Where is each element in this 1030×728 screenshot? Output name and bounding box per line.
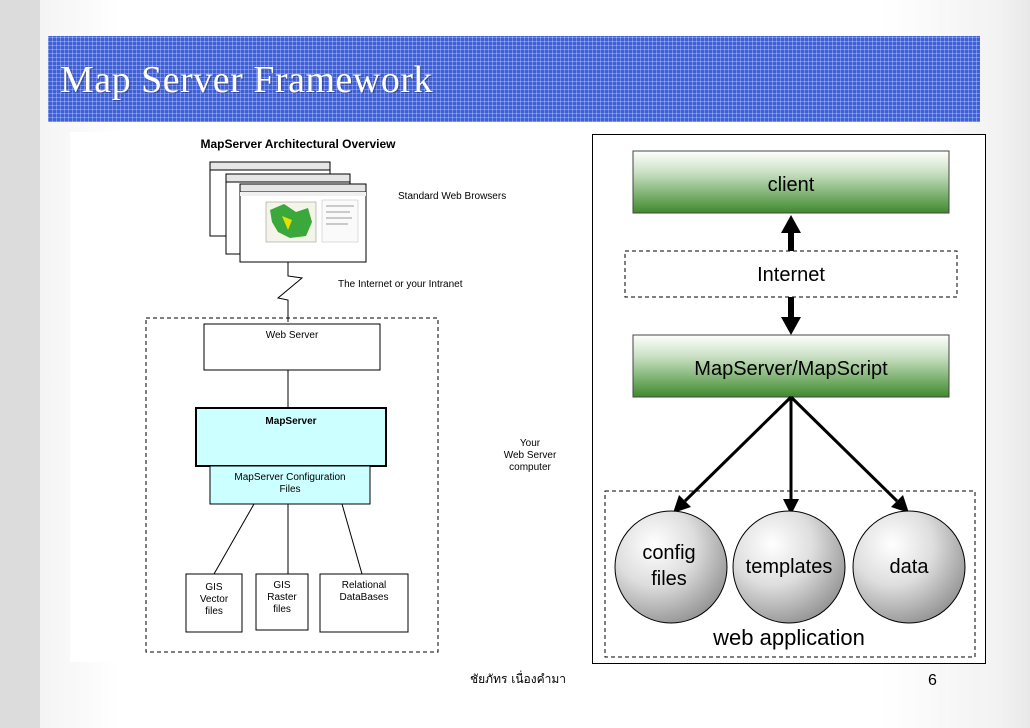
internet-zigzag-link: [276, 262, 304, 322]
gis-raster-box: [255, 573, 309, 631]
page-number: 6: [928, 672, 937, 689]
architecture-overview-figure: MapServer Architectural Overview Standar…: [70, 132, 578, 662]
data-label: data: [890, 556, 930, 578]
config-files-sphere: [614, 510, 728, 624]
mapserver-stack-svg: client Internet MapServer/MapScript conf…: [604, 150, 976, 658]
databases-label-line2: DataBases: [340, 592, 389, 603]
internet-label: The Internet or your Intranet: [338, 279, 463, 290]
computer-label-line3: computer: [509, 462, 551, 473]
web-server-label: Web Server: [266, 330, 319, 341]
gis-raster-label-line1: GIS: [273, 580, 291, 591]
web-application-label: web application: [712, 625, 865, 650]
browsers-label: Standard Web Browsers: [398, 191, 506, 202]
slide-left-stripe: [0, 0, 40, 728]
config-files-label-line2: files: [651, 568, 687, 590]
gis-vector-label-line2: Vector: [200, 594, 229, 605]
config-files-box: [209, 465, 371, 505]
overview-heading: MapServer Architectural Overview: [201, 137, 397, 151]
slide-title: Map Server Framework: [60, 59, 434, 101]
gis-vector-box: [185, 573, 243, 633]
config-files-label-line1: MapServer Configuration: [234, 472, 345, 483]
config-to-vector-link: [213, 503, 255, 575]
mapserver-to-config-arrow: [683, 395, 793, 503]
templates-arrow-head: [783, 499, 799, 515]
computer-label-line2: Web Server: [504, 450, 557, 461]
gis-vector-label-line3: files: [205, 606, 223, 617]
client-label: client: [768, 174, 815, 196]
browser-windows-icon: [209, 161, 367, 263]
computer-label-line1: Your: [520, 438, 541, 449]
data-sphere: [852, 510, 966, 624]
client-box: [632, 150, 950, 214]
internet-label: Internet: [757, 264, 825, 286]
gis-raster-label-line2: Raster: [267, 592, 297, 603]
mapserver-to-data-arrow: [789, 395, 899, 503]
internet-box: [624, 250, 958, 298]
mapserver-stack-figure: client Internet MapServer/MapScript conf…: [592, 134, 986, 664]
web-server-box: [203, 323, 381, 371]
mapserver-mapscript-box: [632, 334, 950, 398]
config-to-database-link: [341, 503, 363, 575]
architecture-overview-svg: MapServer Architectural Overview Standar…: [145, 137, 557, 653]
arrow-up-head: [781, 215, 801, 233]
config-files-label-line1: config: [642, 542, 695, 564]
web-application-boundary: [604, 490, 976, 658]
footer-author: ชัยภัทร เนื่องคำมา: [470, 672, 567, 686]
mapserver-label: MapServer: [265, 416, 316, 427]
templates-label: templates: [746, 556, 833, 578]
arrow-down-head: [781, 317, 801, 335]
relational-databases-box: [319, 573, 409, 633]
config-files-label-line2: Files: [279, 484, 300, 495]
web-server-computer-boundary: [145, 317, 439, 653]
databases-label-line1: Relational: [342, 580, 386, 591]
templates-sphere: [732, 510, 846, 624]
gis-raster-label-line3: files: [273, 604, 291, 615]
mapserver-mapscript-label: MapServer/MapScript: [694, 358, 888, 380]
data-arrow-head: [891, 495, 909, 513]
title-bar: [48, 36, 980, 122]
gis-vector-label-line1: GIS: [205, 582, 223, 593]
config-arrow-head: [673, 495, 691, 513]
